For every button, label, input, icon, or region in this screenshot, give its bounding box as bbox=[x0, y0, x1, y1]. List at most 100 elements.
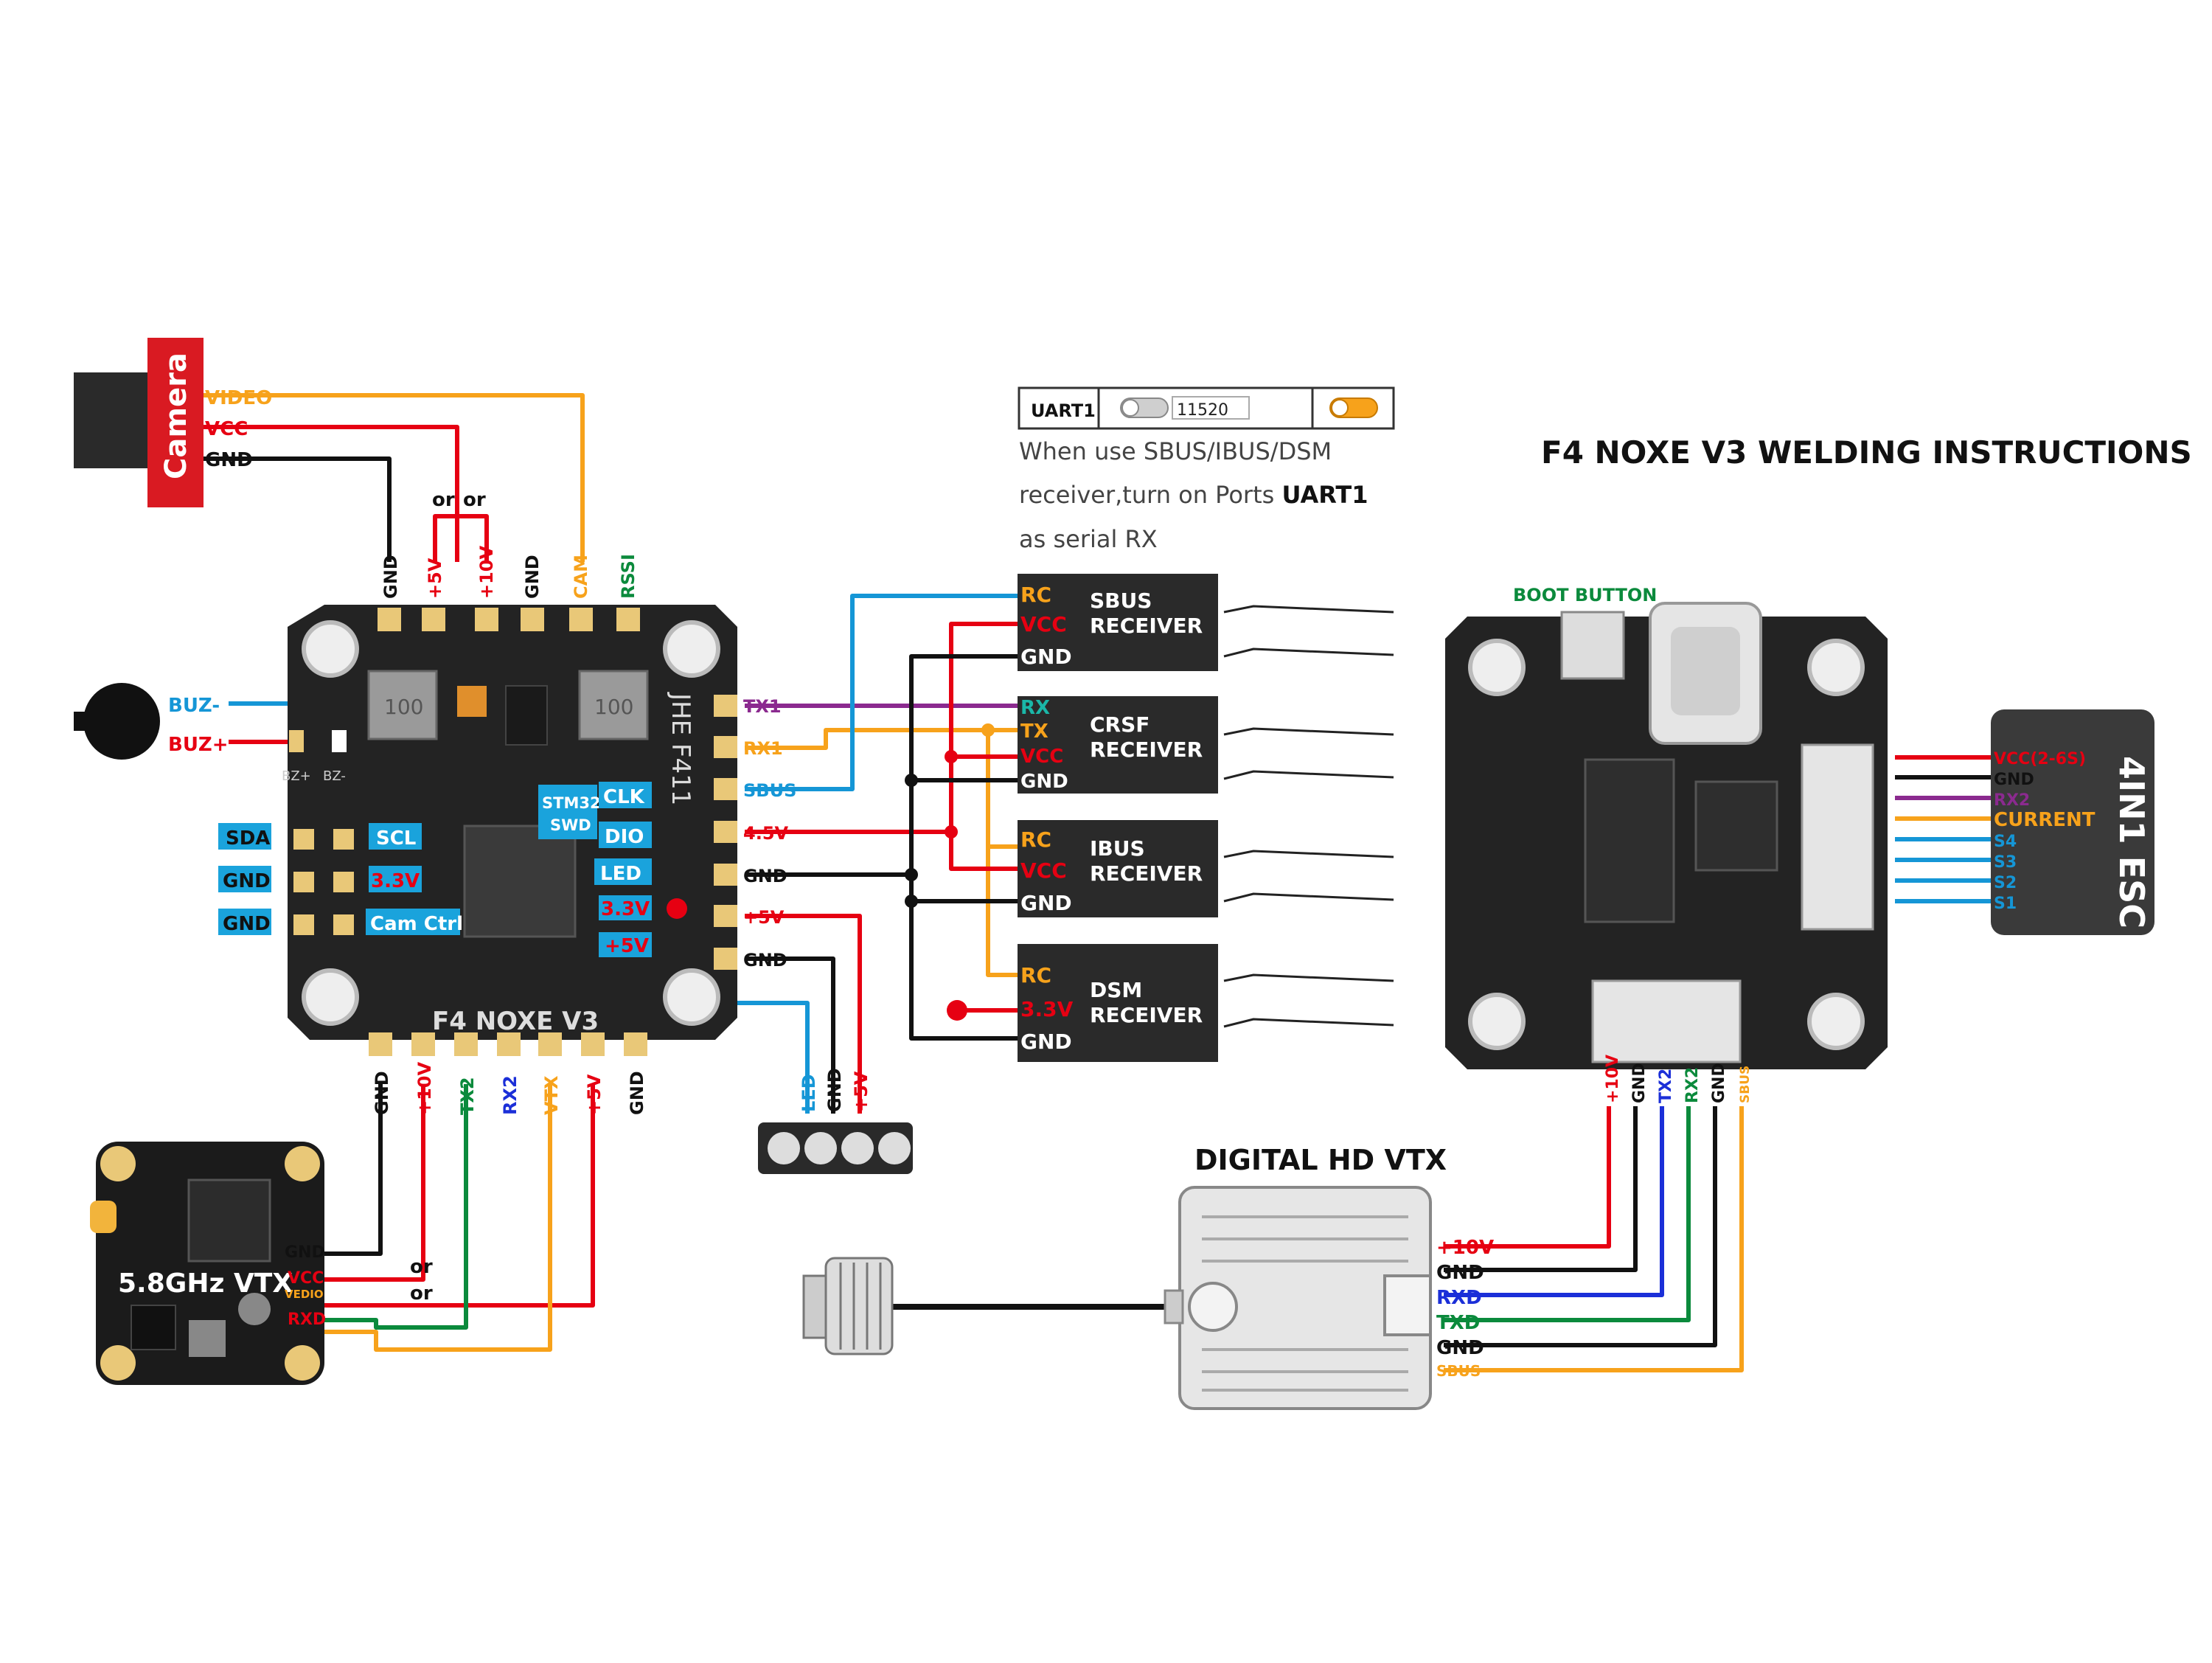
crsf-receiver bbox=[1018, 696, 1218, 794]
label-main-board-top-pads-4: CAM bbox=[571, 555, 591, 599]
top-pad-labels: GND +5V +10V GND CAM RSSI bbox=[380, 545, 639, 599]
boot-button[interactable] bbox=[1560, 611, 1625, 680]
label-main-board-inner-labels-5: DIO bbox=[605, 826, 644, 848]
uart-port-label: UART1 bbox=[1031, 400, 1096, 421]
label-main-board-swd: SWD bbox=[550, 816, 591, 834]
label-main-board-right-pads-3: 4.5V bbox=[743, 823, 789, 844]
shape-rect bbox=[187, 1178, 271, 1263]
label-main-board-right-pads-4: GND bbox=[743, 866, 787, 886]
label-main-board-bottom-pads-4: VTX bbox=[541, 1075, 562, 1115]
shape-circle bbox=[667, 898, 687, 919]
uart-note-line2: receiver,turn on Ports UART1 bbox=[1019, 481, 1368, 509]
label-main-board-left-labels-2: GND bbox=[223, 913, 271, 935]
shape-rect bbox=[714, 736, 737, 758]
label-5v-right bbox=[599, 932, 652, 957]
uart-note-line1: When use SBUS/IBUS/DSM bbox=[1019, 437, 1332, 465]
buzzer-minus-label: BUZ- bbox=[168, 695, 220, 717]
label-receivers-3-name2: RECEIVER bbox=[1090, 1003, 1203, 1027]
esc-name: 4IN1 ESC bbox=[2112, 756, 2152, 928]
label-gnd-1 bbox=[218, 866, 271, 892]
label-main-board-bottom-pads-3: RX2 bbox=[500, 1075, 521, 1115]
label-receivers-2-pins-0: RC bbox=[1020, 827, 1051, 852]
label-hd-vtx-pins-2: RXD bbox=[1436, 1287, 1482, 1309]
shape-rect bbox=[74, 712, 96, 731]
label-receivers-2-pins-1: VCC bbox=[1020, 858, 1067, 883]
shape-circle bbox=[905, 895, 918, 908]
label-3v3-right bbox=[599, 895, 652, 920]
shape-circle bbox=[663, 968, 720, 1026]
label-receivers-3-pins-0: RC bbox=[1020, 963, 1051, 987]
shape-circle bbox=[905, 868, 918, 881]
camera: Camera VIDEO VCC GND or or bbox=[74, 338, 486, 511]
wire-gnd-to-receivers bbox=[745, 654, 1018, 877]
top-pads bbox=[378, 608, 640, 631]
wire-vtx-video bbox=[324, 1084, 552, 1352]
shape-rect bbox=[333, 829, 354, 850]
uart-baud-field[interactable] bbox=[1172, 396, 1250, 420]
wire-vtx-vcc-5v bbox=[324, 1084, 595, 1308]
page-title: F4 NOXE V3 WELDING INSTRUCTIONS bbox=[1541, 434, 2192, 471]
label-vtx-pins-0: GND bbox=[285, 1243, 325, 1262]
dsm-receiver bbox=[1018, 944, 1218, 1062]
label-main-board-left-labels-0: SDA bbox=[226, 827, 270, 850]
label-receivers-1-pins-0: RX bbox=[1020, 697, 1050, 719]
shape-circle bbox=[1188, 1282, 1238, 1332]
second-flight-controller: BOOT BUTTON +10V GND TX2 RX2 GND SBUS bbox=[1445, 585, 1888, 1103]
label-cam-ctrl bbox=[366, 909, 460, 935]
label-main-board-bottom-pads-5: +5V bbox=[584, 1074, 605, 1115]
label-esc-pins-7: S1 bbox=[1994, 895, 2017, 913]
shape-rect bbox=[802, 1274, 827, 1339]
wire-hd-10v bbox=[1444, 1106, 1611, 1249]
label-receivers-0-pins-1: VCC bbox=[1020, 612, 1067, 636]
label-vtx-pins-1: VCC bbox=[288, 1269, 324, 1288]
label-scl bbox=[369, 823, 422, 850]
label-receivers-2-name2: RECEIVER bbox=[1090, 861, 1203, 886]
shape-polyline bbox=[1223, 973, 1394, 982]
label-led-strip-pins-2: +5V bbox=[851, 1071, 872, 1112]
shape-circle bbox=[1468, 993, 1526, 1050]
label-receivers-3-pins-1: 3.3V bbox=[1020, 997, 1074, 1021]
wire-camera-gnd bbox=[201, 456, 392, 562]
board-name: F4 NOXE V3 bbox=[432, 1007, 599, 1036]
label-main-board-top-pads-0: GND bbox=[380, 555, 401, 599]
shape-polyline bbox=[1223, 648, 1394, 658]
shape-rect bbox=[289, 730, 304, 752]
second-mount-holes bbox=[1468, 639, 1865, 1050]
shape-rect bbox=[333, 872, 354, 892]
shape-circle bbox=[804, 1132, 837, 1164]
receiver-antennas bbox=[1223, 605, 1394, 1028]
led-strip: LED GND +5V bbox=[758, 1068, 913, 1174]
shape-circle bbox=[878, 1132, 911, 1164]
label-sda bbox=[218, 823, 271, 850]
shape-polyline bbox=[1223, 850, 1394, 858]
shape-circle bbox=[905, 774, 918, 787]
label-esc-pins-2: RX2 bbox=[1994, 791, 2030, 810]
shape-circle bbox=[1807, 639, 1865, 696]
shape-rect bbox=[293, 829, 314, 850]
label-main-board-top-pads-2: +10V bbox=[476, 545, 497, 599]
label-main-board-bz-marks-1: BZ- bbox=[323, 768, 346, 784]
wire-hd-rxd bbox=[1444, 1106, 1664, 1297]
label-receivers-3-pins-2: GND bbox=[1020, 1030, 1072, 1054]
label-second-board-bottom-pads-1: GND bbox=[1630, 1063, 1649, 1103]
shape-circle bbox=[100, 1345, 136, 1381]
sbus-receiver bbox=[1018, 574, 1218, 671]
label-esc-pins-1: GND bbox=[1994, 771, 2034, 789]
shape-circle bbox=[1468, 639, 1526, 696]
shape-g bbox=[839, 1263, 882, 1350]
receivers: SBUS RECEIVER RC VCC GND CRSF RECEIVER R… bbox=[1018, 574, 1218, 1062]
shape-rect bbox=[333, 914, 354, 935]
wire-gnd-to-led bbox=[745, 957, 835, 1114]
buzzer-plus-label: BUZ+ bbox=[168, 734, 229, 756]
label-main-board-right-pads-0: TX1 bbox=[743, 696, 782, 717]
label-main-board-inner-labels-1: 3.3V bbox=[371, 870, 420, 892]
label-esc-pins-3: CURRENT bbox=[1994, 809, 2096, 831]
label-esc-pins-4: S4 bbox=[1994, 833, 2017, 851]
label-gnd-2 bbox=[218, 909, 271, 935]
shape-rect bbox=[505, 685, 548, 746]
main-flight-controller: 100 100 JHE F411 F4 NOXE V3 BZ+ BZ- SDA … bbox=[218, 545, 796, 1115]
label-main-board-inner-labels-2: Cam Ctrl bbox=[370, 913, 463, 935]
label-receivers-2-name1: IBUS bbox=[1090, 836, 1145, 861]
label-main-board-left-labels-1: GND bbox=[223, 870, 271, 892]
label-hd-vtx-pins-5: SBUS bbox=[1436, 1362, 1481, 1380]
